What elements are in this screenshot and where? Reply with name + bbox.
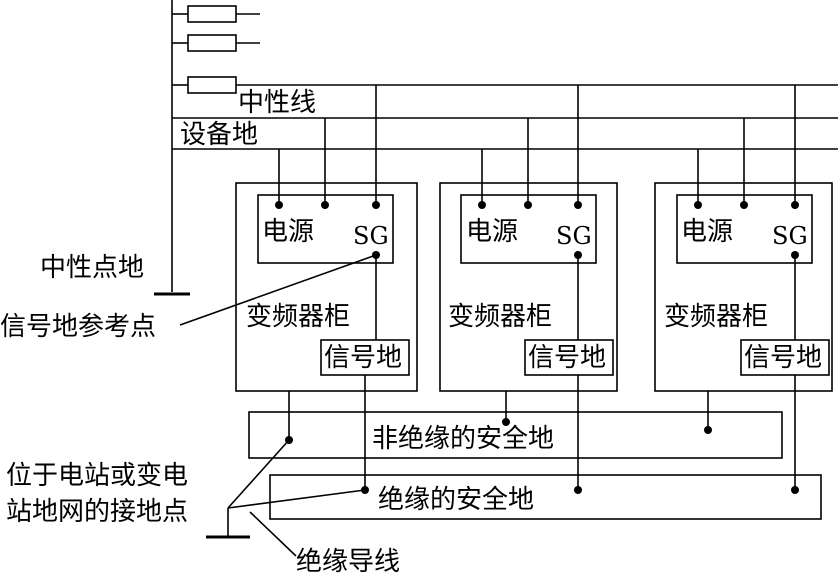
non-insulated-safety-ground-bar (248, 411, 783, 459)
cabinet-1-power: 电源 (262, 217, 314, 247)
cabinet-3-name: 变频器柜 (664, 302, 768, 332)
equipment-ground-label: 设备地 (180, 120, 258, 150)
cabinet-3-sg: SG (772, 222, 808, 250)
insulated-wire-label: 绝缘导线 (296, 547, 400, 576)
insulated-wire-leader (249, 511, 297, 557)
resistor-2 (172, 34, 260, 52)
insulated-safety-ground-bar (269, 474, 822, 520)
cabinet-2-signal-ground: 信号地 (528, 343, 606, 373)
cabinet-3: 电源 SG 变频器柜 信号地 (654, 85, 833, 392)
cabinet-3-signal-ground: 信号地 (744, 343, 822, 373)
cabinet-3-power: 电源 (681, 217, 733, 247)
cabinet-2-name: 变频器柜 (448, 302, 552, 332)
neutral-line-label: 中性线 (238, 88, 316, 118)
insulated-safety-ground-label: 绝缘的安全地 (378, 485, 534, 515)
non-insulated-safety-ground-label: 非绝缘的安全地 (372, 424, 554, 454)
cabinet-2-power: 电源 (466, 217, 518, 247)
signal-reference-leader (179, 254, 377, 326)
neutral-point-ground-label: 中性点地 (40, 253, 144, 283)
station-ground-point-label-1: 位于电站或变电 (6, 461, 188, 491)
cabinet-2: 电源 SG 变频器柜 信号地 (439, 85, 618, 392)
resistor-1 (172, 5, 260, 23)
cabinet-1-name: 变频器柜 (246, 302, 350, 332)
cabinet-1: 电源 SG 变频器柜 信号地 (235, 85, 418, 392)
cabinet-2-sg: SG (556, 222, 592, 250)
resistor-3 (172, 76, 838, 94)
station-ground-point-label-2: 站地网的接地点 (6, 497, 188, 527)
cabinet-1-sg: SG (353, 222, 389, 250)
cabinet-1-signal-ground: 信号地 (324, 343, 402, 373)
signal-ground-reference-label: 信号地参考点 (0, 312, 156, 342)
